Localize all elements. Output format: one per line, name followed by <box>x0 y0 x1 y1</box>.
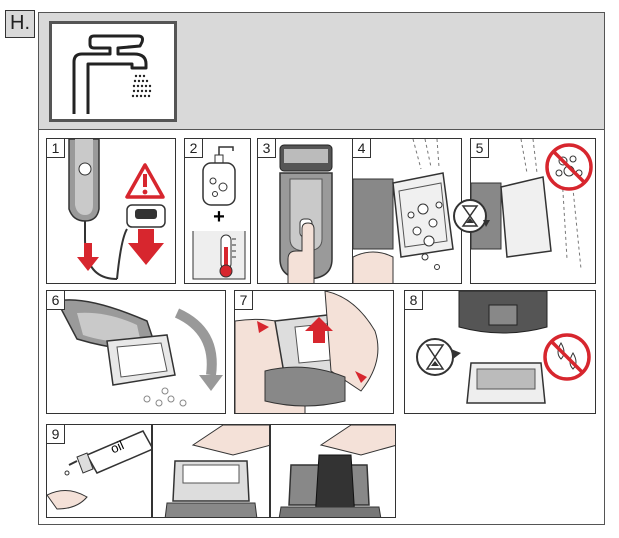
step-6-panel: 6 <box>46 290 226 414</box>
hourglass-icon <box>416 338 461 376</box>
step-number: 8 <box>405 291 423 310</box>
step-number: 4 <box>353 139 371 158</box>
step-5-panel: 5 <box>470 138 596 284</box>
step-number: 6 <box>47 291 65 310</box>
step-number: 5 <box>471 139 489 158</box>
step-9-panel-oil: 9 oil <box>46 424 152 518</box>
hourglass-icon <box>450 196 490 236</box>
step-number: 3 <box>258 139 276 158</box>
step-number: 2 <box>185 139 203 158</box>
faucet-icon <box>72 34 152 114</box>
step-9-panel-cap <box>270 424 396 518</box>
warning-icon <box>125 163 165 199</box>
step-number: 7 <box>235 291 253 310</box>
faucet-icon-box <box>49 21 177 122</box>
section-letter: H. <box>5 10 35 38</box>
no-water-icon <box>543 333 591 381</box>
step-2-panel: 2 + <box>184 138 251 284</box>
step-9-panel-apply <box>152 424 270 518</box>
step-8-panel: 8 <box>404 290 596 414</box>
oil-label: oil <box>108 437 126 456</box>
thermometer-icon <box>219 234 236 278</box>
step-3-panel: 3 <box>257 138 353 284</box>
step-number: 1 <box>47 139 65 158</box>
plus-sign: + <box>213 206 225 228</box>
step-7-panel: 7 <box>234 290 394 414</box>
step-1-panel: 1 <box>46 138 176 284</box>
no-brush-icon <box>545 143 593 191</box>
step-number: 9 <box>47 425 65 444</box>
step-4-panel: 4 <box>352 138 462 284</box>
